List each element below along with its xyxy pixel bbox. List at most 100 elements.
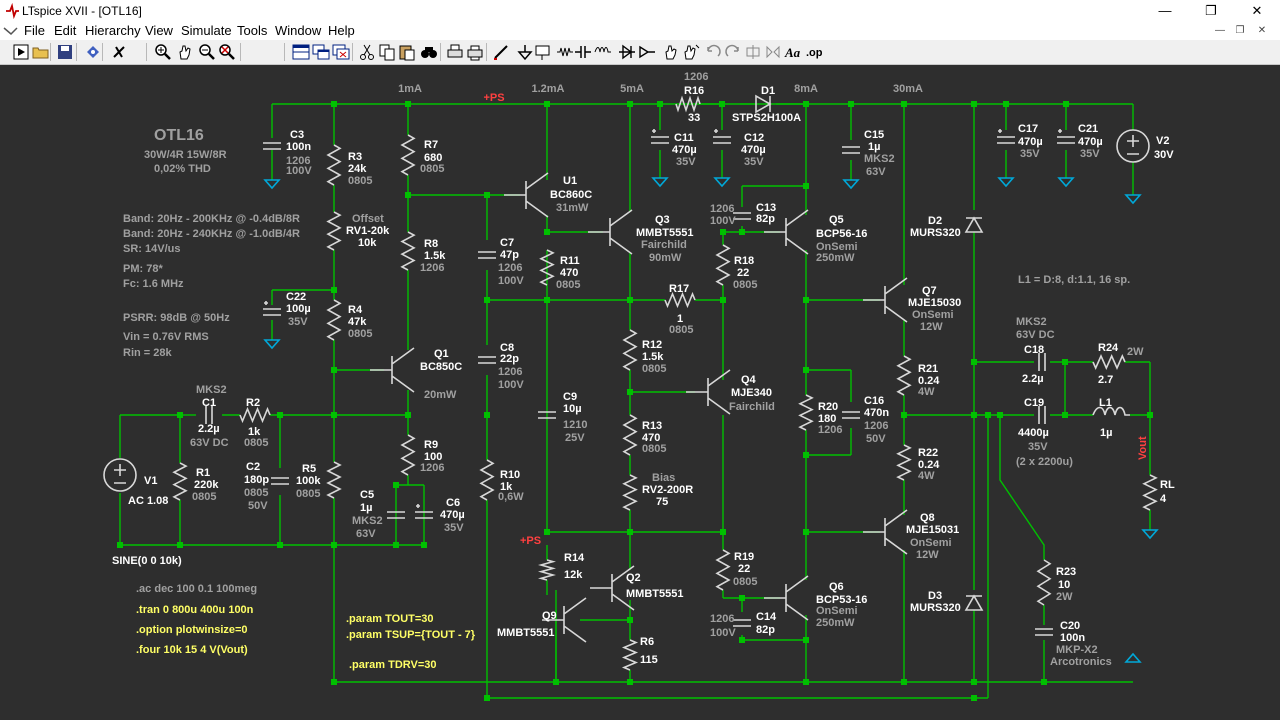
c9-capacitor[interactable] (538, 411, 556, 419)
r23-resistor[interactable] (1036, 559, 1052, 606)
halt-icon[interactable] (110, 43, 128, 61)
q9-transistor[interactable] (542, 597, 587, 643)
r11-resistor[interactable] (539, 249, 555, 286)
r9-resistor[interactable] (400, 434, 416, 476)
wire-junction[interactable] (484, 192, 490, 198)
wire-junction[interactable] (803, 367, 809, 373)
diode-icon[interactable] (618, 43, 636, 61)
find-icon[interactable] (420, 43, 438, 61)
wire-junction[interactable] (331, 287, 337, 293)
open-icon[interactable] (32, 43, 50, 61)
wire-junction[interactable] (627, 101, 633, 107)
wire-junction[interactable] (553, 679, 559, 685)
menu-view[interactable]: View (145, 23, 173, 38)
d3-diode[interactable] (964, 594, 984, 611)
resistor-icon[interactable] (556, 43, 574, 61)
wire-junction[interactable] (331, 412, 337, 418)
wire-junction[interactable] (627, 679, 633, 685)
capacitor-icon[interactable] (574, 43, 592, 61)
ground-icon[interactable] (516, 43, 534, 61)
minimize-button[interactable]: — (1158, 3, 1172, 18)
q6-transistor[interactable] (764, 575, 809, 621)
wire-junction[interactable] (719, 101, 725, 107)
q4-transistor[interactable] (686, 369, 731, 415)
ground-icon[interactable] (1141, 529, 1159, 540)
r1-resistor[interactable] (172, 462, 188, 501)
wire-junction[interactable] (331, 542, 337, 548)
q5-transistor[interactable] (764, 209, 809, 255)
drag-icon[interactable] (682, 43, 700, 61)
wire-junction[interactable] (331, 101, 337, 107)
ground-icon[interactable] (1057, 177, 1075, 188)
r24-resistor[interactable] (1092, 354, 1126, 370)
wire-junction[interactable] (405, 192, 411, 198)
menu-tools[interactable]: Tools (237, 23, 268, 38)
menu-window[interactable]: Window (275, 23, 322, 38)
c13-capacitor[interactable] (733, 212, 751, 220)
ground-icon[interactable] (263, 179, 281, 190)
r8-resistor[interactable] (400, 231, 416, 271)
pan-icon[interactable] (176, 43, 194, 61)
wire-junction[interactable] (421, 542, 427, 548)
wire-junction[interactable] (393, 482, 399, 488)
c14-capacitor[interactable] (733, 619, 751, 627)
print-setup-icon[interactable] (446, 43, 464, 61)
copy-icon[interactable] (378, 43, 396, 61)
q3-transistor[interactable] (588, 209, 633, 255)
c1-capacitor[interactable] (205, 406, 213, 424)
wire-junction[interactable] (484, 297, 490, 303)
r5-resistor[interactable] (326, 461, 342, 499)
wire-junction[interactable] (627, 617, 633, 623)
wire-junction[interactable] (405, 412, 411, 418)
c6-capacitor-polarity[interactable] (416, 504, 420, 508)
wire-junction[interactable] (277, 542, 283, 548)
c15-capacitor[interactable] (842, 146, 860, 154)
wire-junction[interactable] (971, 695, 977, 701)
r19-resistor[interactable] (715, 549, 731, 591)
wire-junction[interactable] (803, 101, 809, 107)
undo-icon[interactable] (704, 43, 722, 61)
wire-junction[interactable] (627, 389, 633, 395)
ltspice-app-icon[interactable] (4, 3, 20, 19)
zoom-cancel-icon[interactable] (218, 43, 236, 61)
wire-junction[interactable] (544, 297, 550, 303)
ground-icon[interactable] (997, 177, 1015, 188)
menu-edit[interactable]: Edit (54, 23, 77, 38)
c7-capacitor[interactable] (478, 251, 496, 259)
r17-resistor[interactable] (664, 291, 696, 309)
u1-transistor[interactable] (504, 172, 549, 218)
wire-junction[interactable] (544, 529, 550, 535)
c11-capacitor-polarity[interactable] (652, 129, 656, 133)
rl-resistor[interactable] (1142, 474, 1158, 511)
wire-junction[interactable] (720, 529, 726, 535)
wire-junction[interactable] (484, 412, 490, 418)
wire-junction[interactable] (985, 412, 991, 418)
c17-capacitor[interactable] (997, 136, 1015, 144)
r4-resistor[interactable] (326, 299, 342, 341)
maximize-button[interactable]: ❐ (1205, 3, 1217, 18)
r22-resistor[interactable] (896, 444, 912, 481)
wire-junction[interactable] (720, 297, 726, 303)
c12-capacitor[interactable] (713, 136, 731, 144)
c2-capacitor[interactable] (271, 477, 289, 485)
c21-capacitor[interactable] (1057, 136, 1075, 144)
wire-junction[interactable] (739, 637, 745, 643)
c22-capacitor-polarity[interactable] (264, 301, 268, 305)
wire-junction[interactable] (627, 297, 633, 303)
paste-icon[interactable] (398, 43, 416, 61)
print-icon[interactable] (466, 43, 484, 61)
r6-resistor[interactable] (621, 639, 639, 671)
wire-junction[interactable] (720, 229, 726, 235)
c19-capacitor[interactable] (1038, 406, 1046, 424)
wire-junction[interactable] (971, 412, 977, 418)
r12-resistor[interactable] (622, 329, 638, 371)
wire-junction[interactable] (971, 101, 977, 107)
q7-transistor[interactable] (863, 277, 908, 323)
wire-junction[interactable] (848, 101, 854, 107)
c21-capacitor-polarity[interactable] (1058, 129, 1062, 133)
r14-resistor[interactable] (538, 559, 556, 581)
move-icon[interactable] (660, 43, 678, 61)
label-net-icon[interactable] (534, 43, 552, 61)
spice-directive-icon[interactable]: .op (804, 43, 823, 61)
